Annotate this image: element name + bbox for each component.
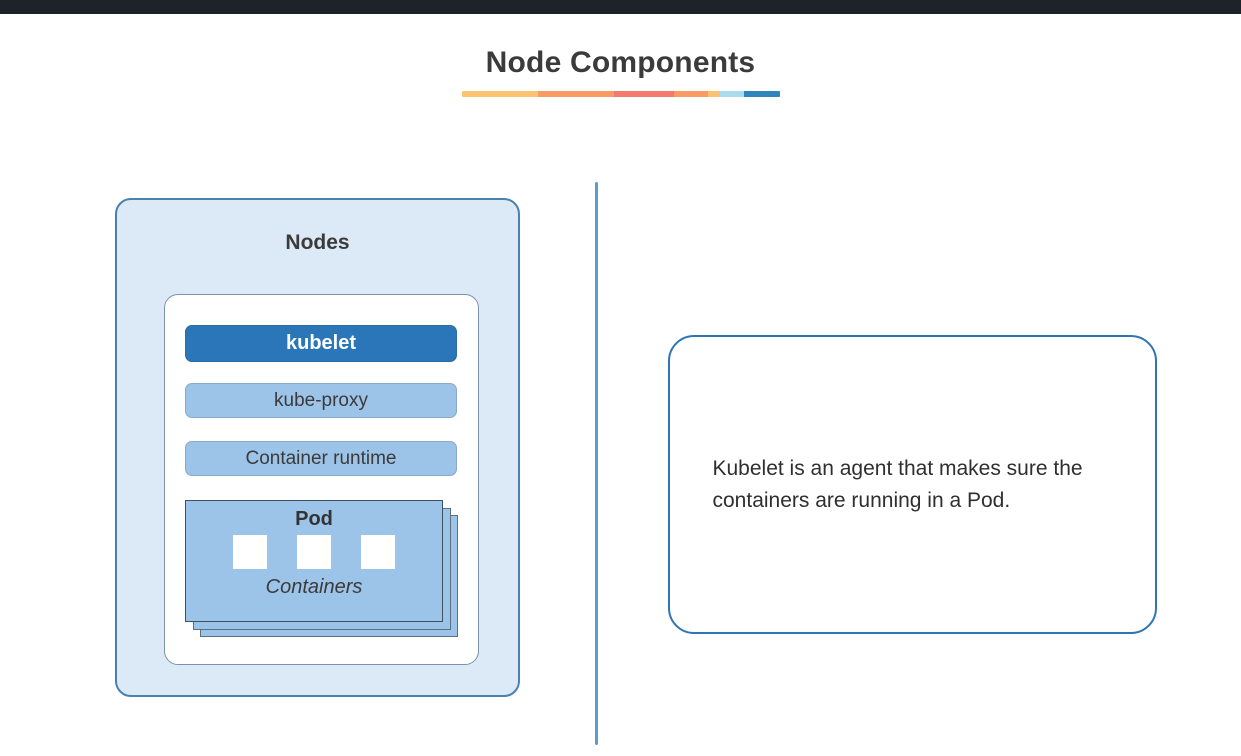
description-text: Kubelet is an agent that makes sure the … bbox=[712, 456, 1083, 512]
page-title: Node Components bbox=[485, 46, 756, 79]
description-callout: Kubelet is an agent that makes sure the … bbox=[668, 335, 1157, 634]
title-rule-segment-5 bbox=[719, 91, 744, 97]
component-container-runtime[interactable]: Container runtime bbox=[185, 441, 457, 476]
container-box bbox=[297, 535, 331, 569]
title-rule-segment-1 bbox=[537, 91, 614, 97]
vertical-divider bbox=[595, 182, 598, 745]
title-rule-segment-6 bbox=[743, 91, 780, 97]
top-chrome-bar bbox=[0, 0, 1241, 14]
title-rule-segment-0 bbox=[461, 91, 538, 97]
nodes-panel-title: Nodes bbox=[285, 231, 350, 254]
pod-containers-label: Containers bbox=[265, 576, 363, 598]
container-box bbox=[233, 535, 267, 569]
title-rule-segment-3 bbox=[673, 91, 708, 97]
component-container-runtime-label: Container runtime bbox=[245, 447, 397, 469]
pod-card[interactable]: Pod Containers bbox=[185, 500, 443, 622]
title-block: Node Components bbox=[0, 44, 1241, 97]
component-kube-proxy[interactable]: kube-proxy bbox=[185, 383, 457, 418]
component-kubelet[interactable]: kubelet bbox=[185, 325, 457, 362]
component-kubelet-label: kubelet bbox=[285, 332, 357, 354]
pod-label: Pod bbox=[295, 508, 333, 530]
title-rule-segment-4 bbox=[707, 91, 720, 97]
title-rule-segment-2 bbox=[613, 91, 674, 97]
container-box bbox=[361, 535, 395, 569]
pod-container-boxes bbox=[233, 535, 395, 569]
component-kube-proxy-label: kube-proxy bbox=[274, 389, 368, 411]
pod-stack: Pod Containers bbox=[185, 500, 475, 640]
nodes-panel: Nodes kubelet kube-proxy Container runti… bbox=[115, 198, 520, 697]
title-underline-rule bbox=[461, 91, 780, 97]
node-inner-card: kubelet kube-proxy Container runtime Pod… bbox=[164, 294, 479, 665]
